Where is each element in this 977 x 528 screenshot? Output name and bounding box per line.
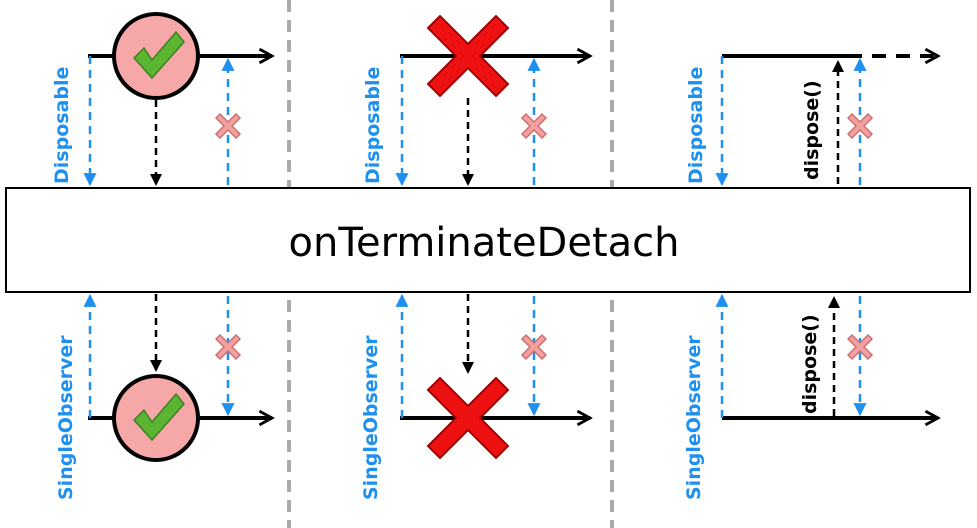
dispose-call-label: dispose() [801, 80, 823, 180]
dispose-call-label: dispose() [799, 314, 821, 414]
downstream-label: SingleObserver [360, 335, 382, 500]
upstream-label: Disposable [362, 67, 384, 184]
downstream-label: SingleObserver [683, 335, 705, 500]
checkmark-icon [112, 12, 200, 100]
upstream-label: Disposable [51, 67, 73, 184]
blocked-x-icon [215, 113, 241, 139]
blocked-x-icon [521, 113, 547, 139]
downstream-label: SingleObserver [55, 335, 77, 500]
checkmark-icon [112, 374, 200, 462]
operator-box [5, 187, 971, 293]
panel-dispose: dispose() Disposable dispose() SingleObs… [683, 56, 938, 500]
panel-error: Disposable SingleObserver [360, 15, 590, 500]
panel-success: Disposable SingleObserver [51, 12, 272, 500]
upstream-label: Disposable [685, 67, 707, 184]
operator-label: onTerminateDetach [289, 220, 680, 266]
blocked-x-icon [847, 113, 873, 139]
